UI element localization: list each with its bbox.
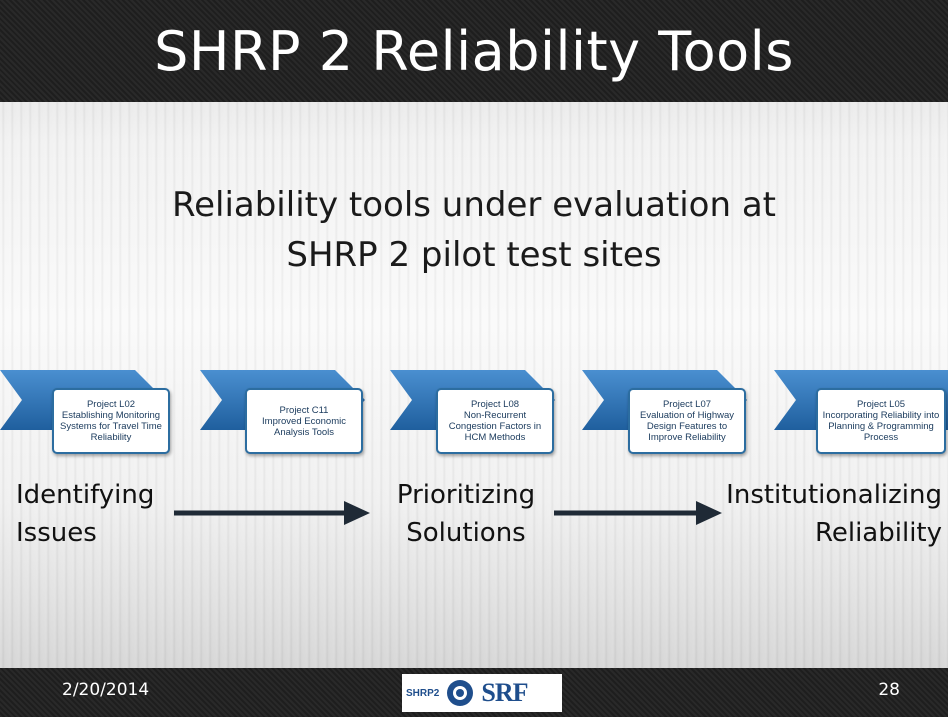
stage-line-1: Prioritizing: [396, 480, 536, 510]
stage-identifying-issues: Identifying Issues: [16, 476, 154, 552]
subtitle-line-1: Reliability tools under evaluation at: [171, 185, 776, 225]
project-box-l08: Project L08 Non-Recurrent Congestion Fac…: [436, 388, 554, 454]
project-box-l05: Project L05 Incorporating Reliability in…: [816, 388, 946, 454]
subtitle-line-2: SHRP 2 pilot test sites: [286, 235, 662, 275]
slide-title: SHRP 2 Reliability Tools: [154, 19, 794, 83]
project-id: Project L05: [856, 399, 906, 410]
shrp2-logo-text: SHRP2: [406, 687, 440, 699]
project-name: Non-Recurrent Congestion Factors in HCM …: [448, 410, 542, 443]
project-box-l07: Project L07 Evaluation of Highway Design…: [628, 388, 746, 454]
project-box-c11: Project C11 Improved Economic Analysis T…: [245, 388, 363, 454]
stage-prioritizing-solutions: Prioritizing Solutions: [396, 476, 536, 552]
stage-line-2: Solutions: [406, 518, 526, 548]
project-id: Project L08: [470, 399, 520, 410]
slide-subtitle: Reliability tools under evaluation at SH…: [0, 180, 948, 280]
project-id: Project L07: [662, 399, 712, 410]
title-bar: SHRP 2 Reliability Tools: [0, 0, 948, 102]
project-name: Incorporating Reliability into Planning …: [822, 410, 940, 443]
stage-institutionalizing-reliability: Institutionalizing Reliability: [712, 476, 942, 552]
project-id: Project L02: [86, 399, 136, 410]
dot-seal-icon: [447, 680, 474, 706]
footer-bar: 2/20/2014 SHRP2 SRF 28: [0, 668, 948, 717]
slide-date: 2/20/2014: [62, 680, 150, 700]
project-id: Project C11: [279, 404, 329, 416]
stage-line-2: Reliability: [814, 518, 942, 548]
project-chevron-row: Project L02 Establishing Monitoring Syst…: [0, 370, 948, 460]
stage-line-1: Institutionalizing: [726, 480, 942, 510]
stage-line-2: Issues: [16, 518, 97, 548]
project-name: Evaluation of Highway Design Features to…: [640, 410, 734, 443]
sponsor-logo: SHRP2 SRF: [402, 674, 562, 712]
page-number: 28: [878, 680, 900, 700]
stage-line-1: Identifying: [16, 480, 155, 510]
right-arrow-icon: [554, 501, 722, 525]
project-name: Establishing Monitoring Systems for Trav…: [60, 410, 162, 443]
srf-logo-text: SRF: [481, 678, 528, 707]
project-name: Improved Economic Analysis Tools: [262, 415, 346, 438]
project-box-l02: Project L02 Establishing Monitoring Syst…: [52, 388, 170, 454]
right-arrow-icon: [174, 501, 370, 525]
